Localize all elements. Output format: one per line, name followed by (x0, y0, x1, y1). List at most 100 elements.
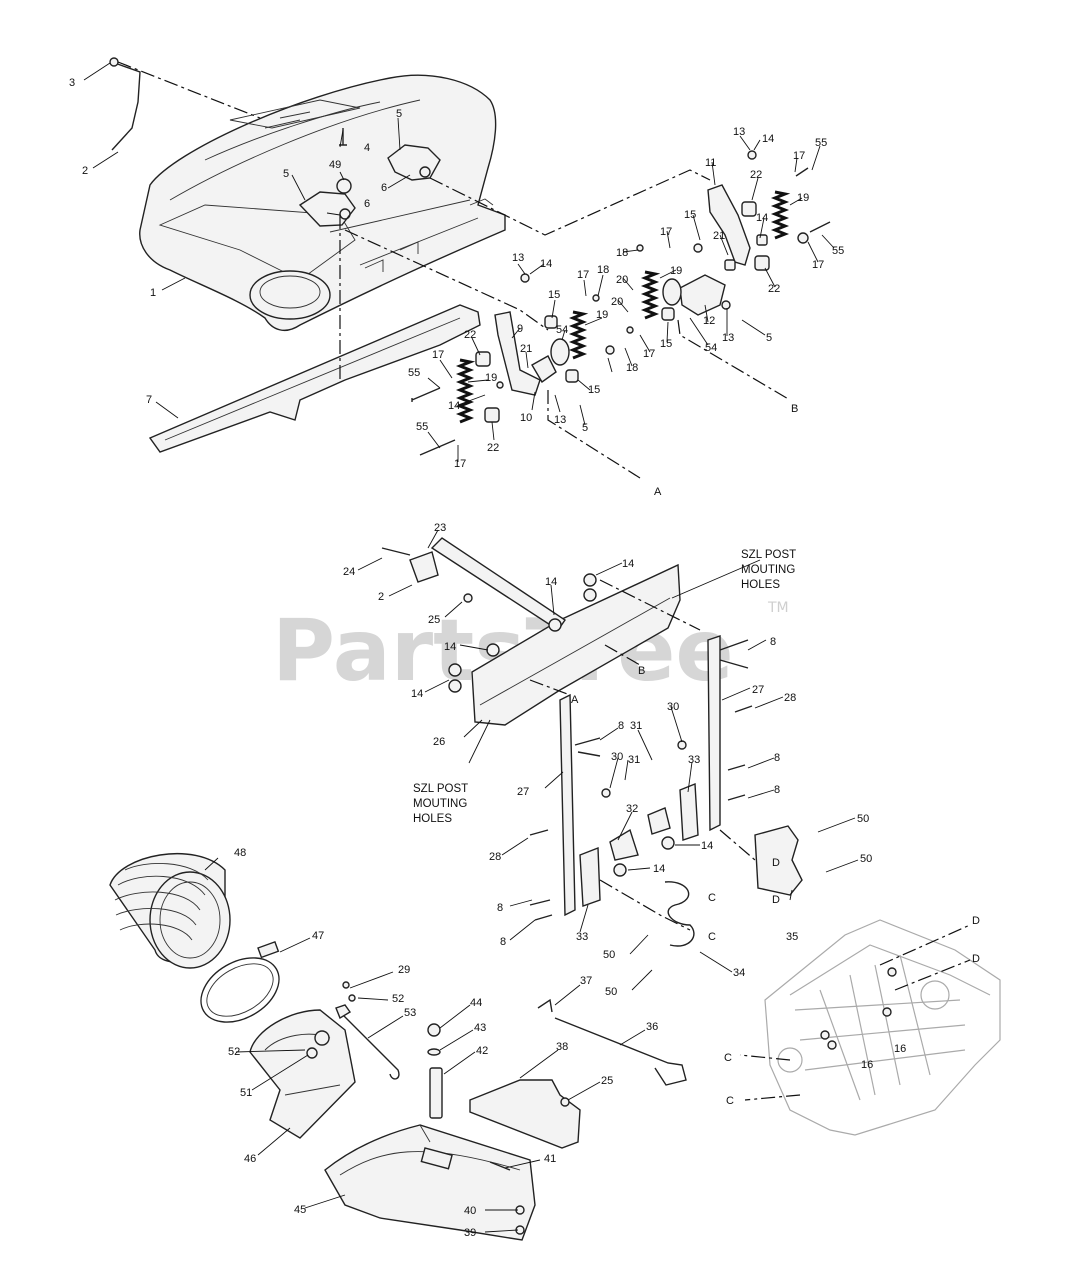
tube-42 (429, 1067, 443, 1119)
callout-32: 32 (626, 803, 638, 815)
callout-25: 25 (428, 614, 440, 626)
callout-14: 14 (622, 558, 634, 570)
callout-19: 19 (485, 372, 497, 384)
chute-opening (249, 270, 331, 320)
callout-4: 4 (364, 142, 370, 154)
callout-20: 20 (616, 274, 628, 286)
callout-8: 8 (500, 936, 506, 948)
callout-D: D (772, 894, 780, 906)
callout-55: 55 (832, 245, 844, 257)
callout-22: 22 (768, 283, 780, 295)
callout-8: 8 (774, 784, 780, 796)
callout-11: 11 (705, 157, 716, 169)
callout-23: 23 (434, 522, 446, 534)
callout-54: 54 (705, 342, 717, 354)
callout-19: 19 (797, 192, 809, 204)
callout-2: 2 (82, 165, 88, 177)
callout-22: 22 (750, 169, 762, 181)
callout-B: B (638, 665, 645, 677)
callout-42: 42 (476, 1045, 488, 1057)
callout-2: 2 (378, 591, 384, 603)
frame-assembly (381, 537, 1001, 1136)
bracket-plate-9 (494, 311, 541, 396)
callout-43: 43 (474, 1022, 486, 1034)
callout-49: 49 (329, 159, 341, 171)
callout-50: 50 (857, 813, 869, 825)
callout-13: 13 (722, 332, 734, 344)
bracket-11 (707, 184, 751, 266)
callout-C: C (708, 931, 716, 943)
callout-15: 15 (588, 384, 600, 396)
callout-14: 14 (545, 576, 557, 588)
callout-14: 14 (756, 212, 768, 224)
callout-14: 14 (653, 863, 665, 875)
note-line: MOUTING (741, 564, 795, 576)
note-szl-bottom: SZL POST MOUTING HOLES (413, 783, 468, 825)
callout-17: 17 (812, 259, 824, 271)
callout-29: 29 (398, 964, 410, 976)
callout-17: 17 (454, 458, 466, 470)
pivot-10 (531, 355, 557, 384)
note-line: SZL POST (741, 549, 796, 561)
callout-C: C (724, 1052, 732, 1064)
callout-33: 33 (688, 754, 700, 766)
callout-14: 14 (540, 258, 552, 270)
callout-39: 39 (464, 1227, 476, 1239)
post-27-left (559, 693, 576, 917)
callout-22: 22 (464, 329, 476, 341)
callout-45: 45 (294, 1204, 306, 1216)
callout-17: 17 (432, 349, 444, 361)
note-line: HOLES (413, 813, 452, 825)
callout-16: 16 (861, 1059, 873, 1071)
callout-5: 5 (582, 422, 588, 434)
callout-52: 52 (392, 993, 404, 1005)
callout-3: 3 (69, 77, 75, 89)
upper-assembly (109, 57, 831, 479)
callout-labels: 3 2 1 4 5 5 6 6 49 7 13 14 55 17 11 22 1… (69, 77, 980, 1239)
bracket-12 (679, 274, 726, 316)
spring-19-d (770, 190, 791, 240)
callout-37: 37 (580, 975, 592, 987)
callout-8: 8 (770, 636, 776, 648)
callout-47: 47 (312, 930, 324, 942)
callout-28: 28 (489, 851, 501, 863)
callout-14: 14 (448, 400, 460, 412)
callout-D: D (772, 857, 780, 869)
note-line: MOUTING (413, 798, 467, 810)
callout-D: D (972, 953, 980, 965)
callout-31: 31 (630, 720, 642, 732)
callout-16: 16 (894, 1043, 906, 1055)
callout-13: 13 (733, 126, 745, 138)
bracket-38 (469, 1079, 581, 1149)
callout-A: A (654, 486, 662, 498)
callout-55: 55 (408, 367, 420, 379)
latch-32 (609, 828, 639, 861)
callout-C: C (708, 892, 716, 904)
callout-51: 51 (240, 1087, 252, 1099)
callout-50: 50 (860, 853, 872, 865)
callout-8: 8 (618, 720, 624, 732)
callout-27: 27 (752, 684, 764, 696)
callout-40: 40 (464, 1205, 476, 1217)
callout-41: 41 (544, 1153, 556, 1165)
callout-31: 31 (628, 754, 640, 766)
callout-26: 26 (433, 736, 445, 748)
callout-24: 24 (343, 566, 355, 578)
watermark-trademark: TM (767, 600, 789, 616)
callout-19: 19 (596, 309, 608, 321)
callout-44: 44 (470, 997, 482, 1009)
callout-6: 6 (364, 198, 370, 210)
callout-6: 6 (381, 182, 387, 194)
callout-D: D (972, 915, 980, 927)
callout-15: 15 (548, 289, 560, 301)
note-line: HOLES (741, 579, 780, 591)
callout-13: 13 (554, 414, 566, 426)
callout-50: 50 (603, 949, 615, 961)
callout-50: 50 (605, 986, 617, 998)
callout-13: 13 (512, 252, 524, 264)
control-lever (111, 61, 141, 151)
callout-14: 14 (762, 133, 774, 145)
spring-19-c (640, 270, 661, 320)
callout-54: 54 (556, 324, 568, 336)
callout-5: 5 (396, 108, 402, 120)
